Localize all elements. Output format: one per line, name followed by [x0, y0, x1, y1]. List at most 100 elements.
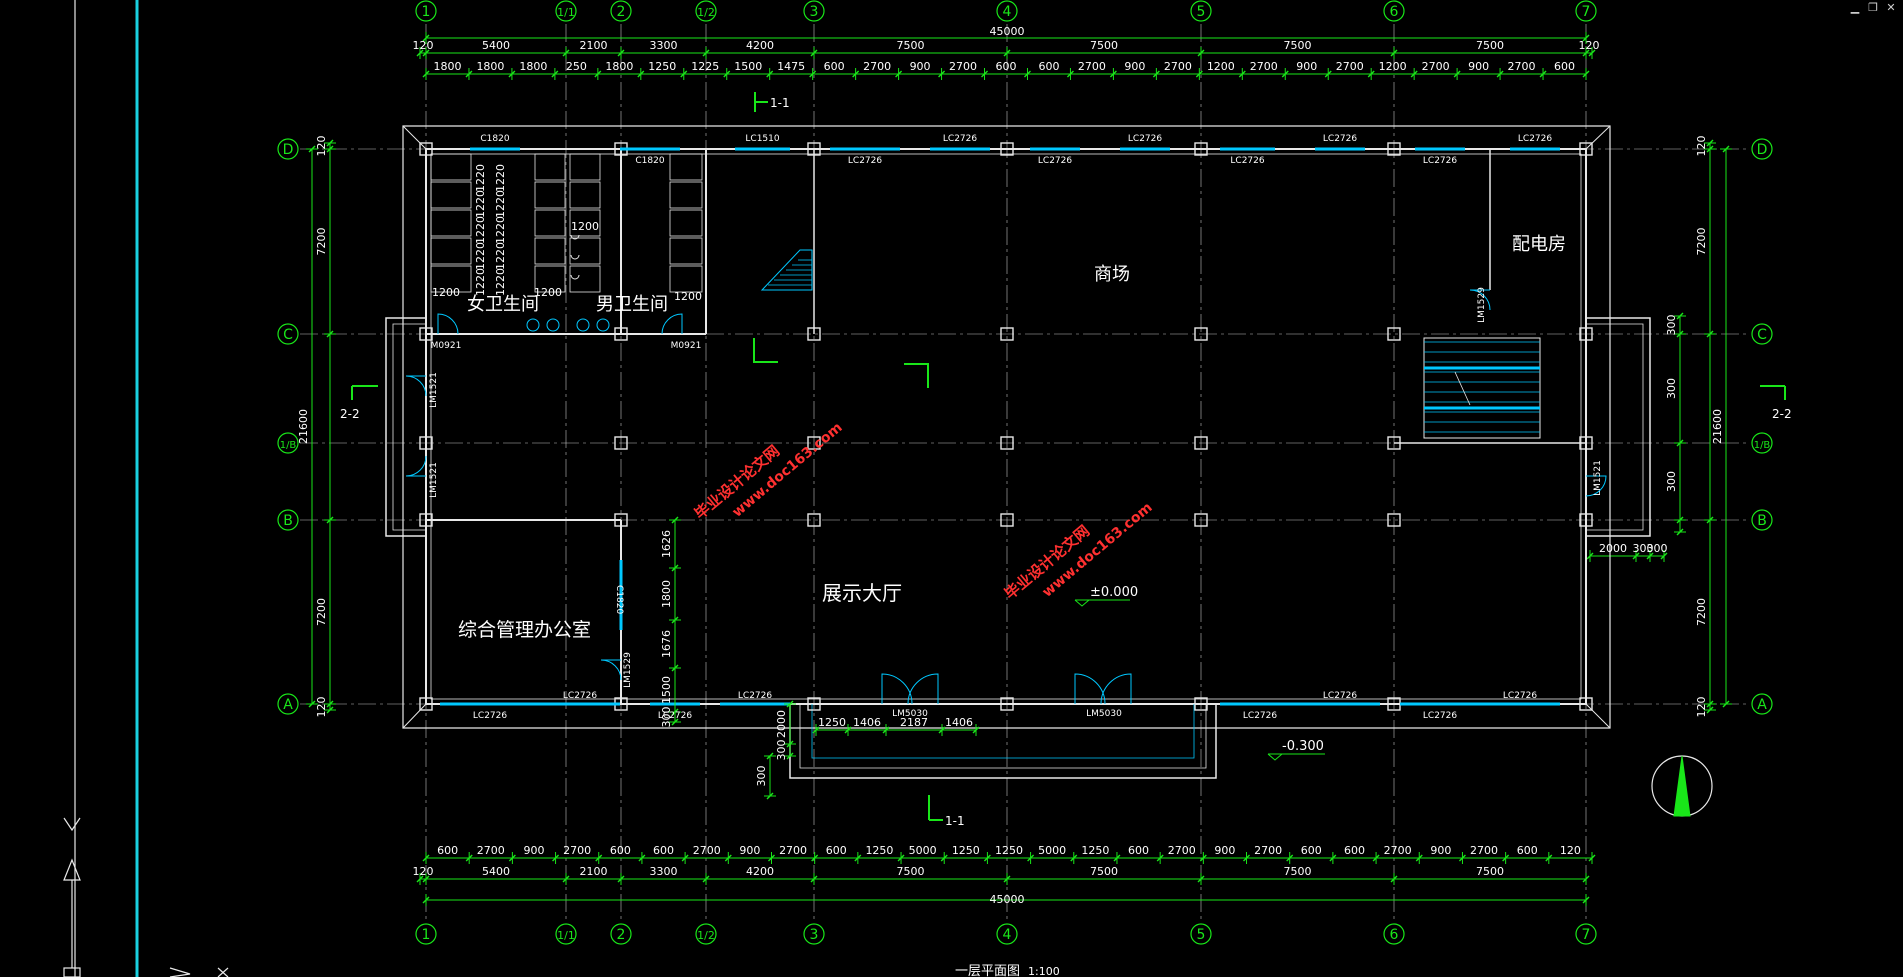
dim-top-row1-slash — [562, 49, 570, 57]
dim-entrance-slash — [938, 726, 946, 734]
wc-stall — [534, 153, 566, 181]
slab-corner — [402, 125, 427, 150]
dim-top-row2-slash — [1195, 70, 1203, 78]
minimize-icon[interactable]: ▁ — [1850, 1, 1860, 14]
door-label: LM1521 — [1593, 460, 1603, 496]
wc-stall-dim: 1220 — [494, 268, 507, 296]
close-icon[interactable]: ✕ — [1886, 1, 1896, 14]
axis-bubble-top — [1383, 0, 1405, 22]
axis-bubble-right — [1751, 323, 1773, 345]
restore-icon[interactable]: ❐ — [1868, 1, 1878, 14]
dim-right-extra-text: 2000 — [1599, 542, 1627, 555]
dim-right-inner-slash — [1706, 330, 1714, 338]
urinal-icon — [570, 274, 580, 280]
dim-bottom-row2-text: 120 — [413, 865, 434, 878]
dim-top-row2-slash — [852, 70, 860, 78]
exterior-wall — [425, 148, 1587, 705]
dim-right-fine-slash — [1676, 516, 1684, 524]
dim-top-row2-slash — [1238, 70, 1246, 78]
urinal-icon — [570, 234, 580, 240]
dim-bottom-row1-text: 2700 — [1254, 844, 1282, 857]
dim-bottom-row1-slash — [1156, 854, 1164, 862]
wc-stall-dim: 1220 — [494, 164, 507, 192]
wc-stall — [569, 209, 601, 237]
dim-top-row2-text: 2700 — [1250, 60, 1278, 73]
dim-top-row2-slash — [1410, 70, 1418, 78]
dim-right-fine-slash — [1676, 528, 1684, 536]
room-hall: 展示大厅 — [822, 581, 902, 605]
dim-bottom-row1-slash — [854, 854, 862, 862]
dim-bottom-row1-text: 120 — [1560, 844, 1581, 857]
axis-label-right-B: B — [1757, 513, 1767, 529]
axis-label-left-C: C — [283, 327, 293, 343]
dim-top-row1-text: 7500 — [1284, 39, 1312, 52]
dim-right-overall-slash — [1722, 700, 1730, 708]
axis-bubble-bottom — [610, 923, 632, 945]
dim-top-row2-slash — [551, 70, 559, 78]
column — [1000, 513, 1014, 527]
column — [807, 697, 821, 711]
dim-top-row2-text: 1475 — [777, 60, 805, 73]
dim-entrance-v-text: 2000 — [775, 710, 788, 738]
dim-top-row2-text: 2700 — [1422, 60, 1450, 73]
dim-bottom-row1-text: 900 — [523, 844, 544, 857]
wc-stall — [430, 153, 472, 181]
dim-right-extra-slash — [1632, 552, 1640, 560]
axis-bubble-bottom — [415, 923, 437, 945]
dim-right-extra-slash — [1646, 552, 1654, 560]
dim-overall-top-slash — [422, 34, 430, 42]
wc-stall-dim: 1220 — [474, 242, 487, 270]
axis-label-left-B: B — [283, 513, 293, 529]
axis-bubble-top — [996, 0, 1018, 22]
dim-entrance-v-slash — [786, 700, 794, 708]
dim-bottom-row1-text: 2700 — [1168, 844, 1196, 857]
wc-stall — [569, 265, 601, 293]
dim-bottom-row1-text: 5000 — [909, 844, 937, 857]
axis-bubble-left — [277, 138, 299, 160]
dim-top-row2-slash — [766, 70, 774, 78]
door-arc-double — [1074, 673, 1132, 705]
dim-bottom-row2-text: 7500 — [1476, 865, 1504, 878]
axis-bubble-bottom — [1190, 923, 1212, 945]
wc-stall-dim: 1220 — [494, 242, 507, 270]
drawing-title: 一层平面图 — [955, 964, 1020, 977]
axis-label-bottom-1: 1 — [422, 927, 431, 943]
dim-top-row2-text: 900 — [910, 60, 931, 73]
dim-top-row2-slash — [981, 70, 989, 78]
dim-bottom-row2-slash — [1003, 875, 1011, 883]
column — [1194, 436, 1208, 450]
dim-top-row2-text: 1225 — [691, 60, 719, 73]
axis-bubble-left — [277, 323, 299, 345]
dim-bottom-row2-text: 7500 — [1090, 865, 1118, 878]
dim-right-overall-slash — [1722, 145, 1730, 153]
dim-bottom-row1-slash — [983, 854, 991, 862]
axis-bubble-top — [803, 0, 825, 22]
dim-top-row1-text: 120 — [413, 39, 434, 52]
dim-top-row2-slash — [680, 70, 688, 78]
dim-left-inner-slash — [326, 706, 334, 714]
dim-bottom-row1-slash — [724, 854, 732, 862]
axis-bubble-right — [1751, 432, 1773, 454]
dim-top-row1-slash — [416, 49, 424, 57]
column — [1194, 142, 1208, 156]
window-bottom-label: LC2726 — [473, 711, 507, 721]
window-bottom-label: LC2726 — [563, 691, 597, 701]
column — [807, 513, 821, 527]
column — [419, 436, 433, 450]
dim-left-inner-slash — [326, 700, 334, 708]
dim-right-inner-slash — [1706, 139, 1714, 147]
overall-dim-bottom: 45000 — [990, 893, 1025, 906]
dim-top-row1-text: 7500 — [1090, 39, 1118, 52]
room-mall: 商场 — [1094, 264, 1130, 285]
dim-bottom-row1-slash — [897, 854, 905, 862]
dim-top-row1-slash — [617, 49, 625, 57]
dim-top-row2-text: 2700 — [1336, 60, 1364, 73]
dim-bottom-row1-slash — [681, 854, 689, 862]
dim-left-inner-text: 7200 — [315, 228, 328, 256]
dim-bottom-row1-slash — [1243, 854, 1251, 862]
dim-bottom-row1-slash — [552, 854, 560, 862]
wc-stall — [534, 237, 566, 265]
dim-top-row2-text: 1250 — [648, 60, 676, 73]
window-bottom-label: LC2726 — [1323, 691, 1357, 701]
